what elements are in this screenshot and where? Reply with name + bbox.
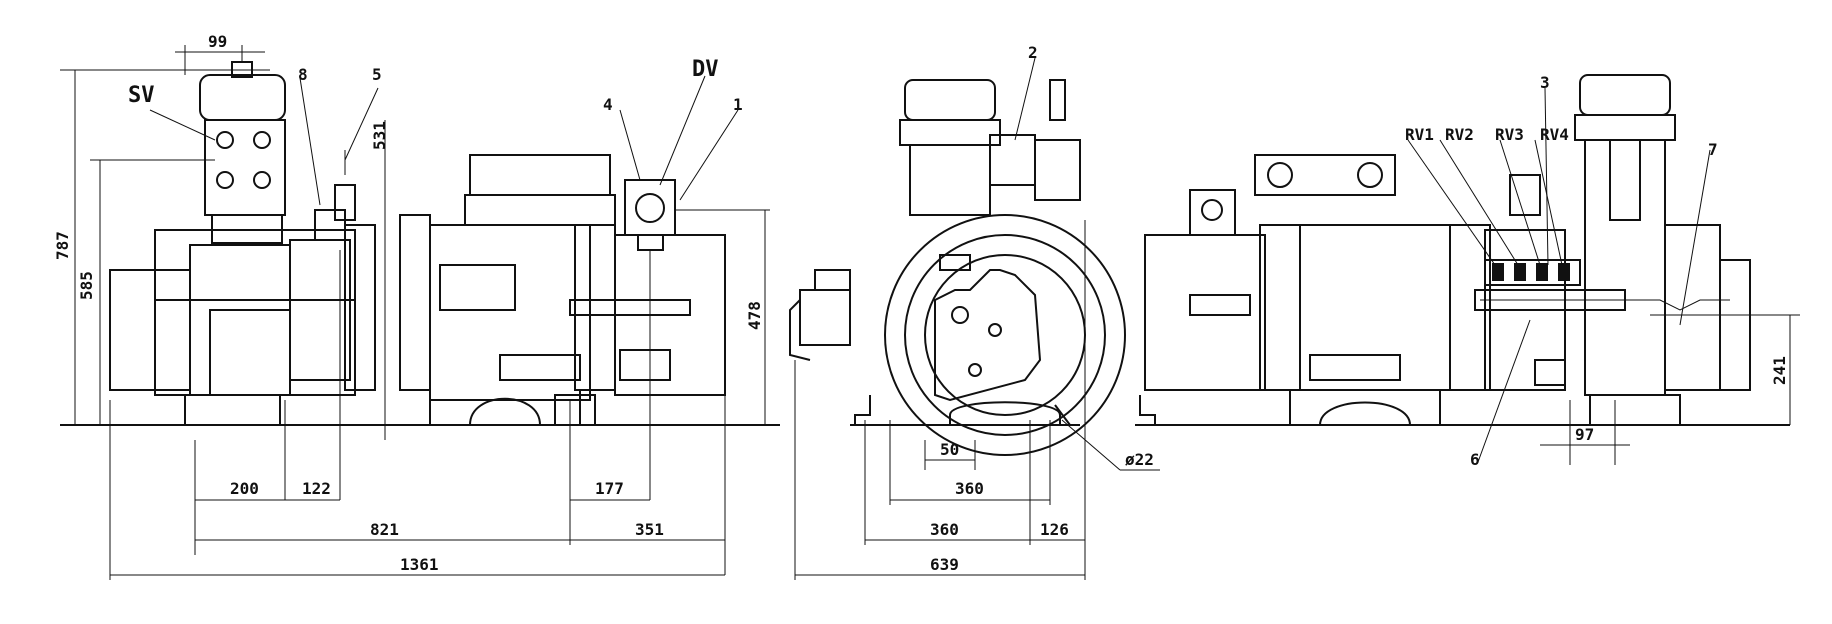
label-6: 6 bbox=[1470, 450, 1480, 469]
label-5: 5 bbox=[372, 65, 382, 84]
dim-639: 639 bbox=[930, 555, 959, 574]
label-sv: SV bbox=[128, 83, 155, 108]
label-1: 1 bbox=[733, 95, 743, 114]
dim-531: 531 bbox=[370, 121, 389, 150]
dim-126: 126 bbox=[1040, 520, 1069, 539]
label-3: 3 bbox=[1540, 73, 1550, 92]
dim-478: 478 bbox=[745, 301, 764, 330]
dim-122: 122 bbox=[302, 479, 331, 498]
dim-360-a: 360 bbox=[955, 479, 984, 498]
dim-177: 177 bbox=[595, 479, 624, 498]
end-view-labels: 2 50 360 ø22 360 126 639 bbox=[930, 43, 1154, 574]
label-2: 2 bbox=[1028, 43, 1038, 62]
label-rv3: RV3 bbox=[1495, 125, 1524, 144]
dim-821: 821 bbox=[370, 520, 399, 539]
dim-787: 787 bbox=[53, 231, 72, 260]
rear-view-labels: RV1 RV2 RV3 RV4 3 7 6 97 241 bbox=[1405, 73, 1789, 469]
rear-view bbox=[1135, 74, 1800, 465]
dim-22: ø22 bbox=[1125, 450, 1154, 469]
dim-200: 200 bbox=[230, 479, 259, 498]
end-view bbox=[789, 57, 1160, 580]
label-dv: DV bbox=[692, 57, 719, 82]
label-rv2: RV2 bbox=[1445, 125, 1474, 144]
dim-585: 585 bbox=[77, 271, 96, 300]
dim-97: 97 bbox=[1575, 425, 1594, 444]
label-4: 4 bbox=[603, 95, 613, 114]
dim-50: 50 bbox=[940, 440, 959, 459]
label-rv1: RV1 bbox=[1405, 125, 1434, 144]
label-7: 7 bbox=[1708, 140, 1718, 159]
dim-99: 99 bbox=[208, 32, 227, 51]
dim-241: 241 bbox=[1770, 356, 1789, 385]
side-view bbox=[60, 45, 780, 580]
dim-351: 351 bbox=[635, 520, 664, 539]
side-view-labels: 99 SV 8 5 531 787 585 4 DV 1 478 200 122… bbox=[53, 32, 764, 574]
label-rv4: RV4 bbox=[1540, 125, 1569, 144]
dim-1361: 1361 bbox=[400, 555, 439, 574]
label-8: 8 bbox=[298, 65, 308, 84]
dim-360-b: 360 bbox=[930, 520, 959, 539]
